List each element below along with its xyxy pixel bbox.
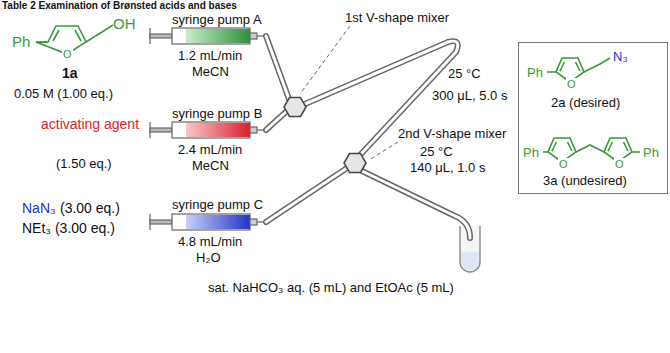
tubing <box>266 168 347 222</box>
flow-rate: 1.2 mL/min <box>178 48 242 63</box>
equivalents-label: (3.00 eq.) <box>60 200 120 216</box>
leader-line <box>300 26 350 94</box>
syringe-pump-b <box>186 123 250 137</box>
structure-1a <box>53 30 81 41</box>
tubing-bore <box>266 168 347 222</box>
table-title: Table 2 Examination of Brønsted acids an… <box>2 0 237 11</box>
structure-2a <box>547 58 610 82</box>
tubing <box>266 110 288 130</box>
flow-rate: 2.4 mL/min <box>178 142 242 157</box>
syringe-pump-a <box>250 33 257 39</box>
structure-3a <box>552 142 572 151</box>
solvent-label: H₂O <box>196 250 221 265</box>
structure-2a <box>560 62 580 71</box>
structure-3a <box>632 151 640 153</box>
syringe-pump-c <box>150 214 266 230</box>
syringe-pump-b <box>150 122 266 138</box>
pump-label: syringe pump A <box>172 12 262 27</box>
structure-1a <box>86 25 113 42</box>
tubing-bore <box>266 110 288 130</box>
syringe-pump-a <box>172 28 250 44</box>
syringe-pump-c <box>186 215 250 229</box>
tubing <box>266 36 289 99</box>
syringe-pump-a <box>150 28 266 44</box>
mixer-label: 2nd V-shape mixer <box>398 126 506 141</box>
flow-rate: 4.8 mL/min <box>178 234 242 249</box>
atom-label: O <box>558 158 569 170</box>
structure-1a <box>36 25 113 54</box>
substituent-label: OH <box>113 15 136 32</box>
product-box: PhON₃2a (desired)PhOOPh3a (undesired) <box>518 42 668 194</box>
substituent-label: Ph <box>643 145 659 160</box>
pump-label: syringe pump C <box>172 197 263 212</box>
reagent-label: activating agent <box>40 116 140 133</box>
syringe-pump-c <box>250 219 257 225</box>
temperature-label: 25 °C <box>420 144 453 159</box>
structure-3a <box>543 151 548 153</box>
product-label: 3a (undesired) <box>543 173 627 188</box>
structure-3a <box>576 145 604 152</box>
substituent-label: Ph <box>527 65 543 80</box>
atom-label: O <box>566 78 577 90</box>
structure-1a <box>36 41 48 43</box>
solvent-label: MeCN <box>192 64 229 79</box>
mixer-label: 1st V-shape mixer <box>345 10 449 25</box>
temperature-label: 25 °C <box>448 66 481 81</box>
equivalents-label: (1.50 eq.) <box>56 156 112 171</box>
reagent-label: NEt₃ (3.00 eq.) <box>22 220 115 236</box>
syringe-pump-b <box>172 122 250 138</box>
residence-label: 140 μL, 1.0 s <box>410 160 485 175</box>
product-label: 2a (desired) <box>551 95 620 110</box>
quench-label: sat. NaHCO₃ aq. (5 mL) and EtOAc (5 mL) <box>208 280 454 295</box>
substituent-label: Ph <box>523 145 539 160</box>
syringe-pump-a <box>186 29 250 43</box>
concentration-label: 0.05 M (1.00 eq.) <box>14 86 113 101</box>
structure-3a <box>608 142 628 151</box>
residence-label: 300 μL, 5.0 s <box>432 88 507 103</box>
syringe-pump-c <box>150 220 172 224</box>
tubing <box>362 171 470 238</box>
leader-line <box>369 142 398 160</box>
v-shape-mixer <box>284 98 366 173</box>
leader-line <box>300 26 398 160</box>
compound-number: 1a <box>62 66 78 81</box>
substituent-label: Ph <box>12 33 30 50</box>
v-shape-mixer <box>284 98 306 117</box>
syringe-pump-b <box>150 128 172 132</box>
v-shape-mixer <box>344 154 366 173</box>
tubing-bore <box>362 171 470 238</box>
syringe-pump-a <box>150 34 172 38</box>
structure-2a <box>547 71 556 73</box>
solvent-label: MeCN <box>192 158 229 173</box>
tubing-bore <box>266 36 289 99</box>
structure-1a <box>36 26 86 54</box>
reagent-label: NaN₃ <box>22 200 56 216</box>
collection-tube <box>461 252 479 271</box>
pump-label: syringe pump B <box>172 106 262 121</box>
atom-label: O <box>62 48 73 60</box>
structure-2a <box>584 58 610 72</box>
syringe-pump-c <box>172 214 250 230</box>
substituent-label: N₃ <box>613 49 628 64</box>
syringe-pump-b <box>250 127 257 133</box>
atom-label: O <box>614 158 625 170</box>
